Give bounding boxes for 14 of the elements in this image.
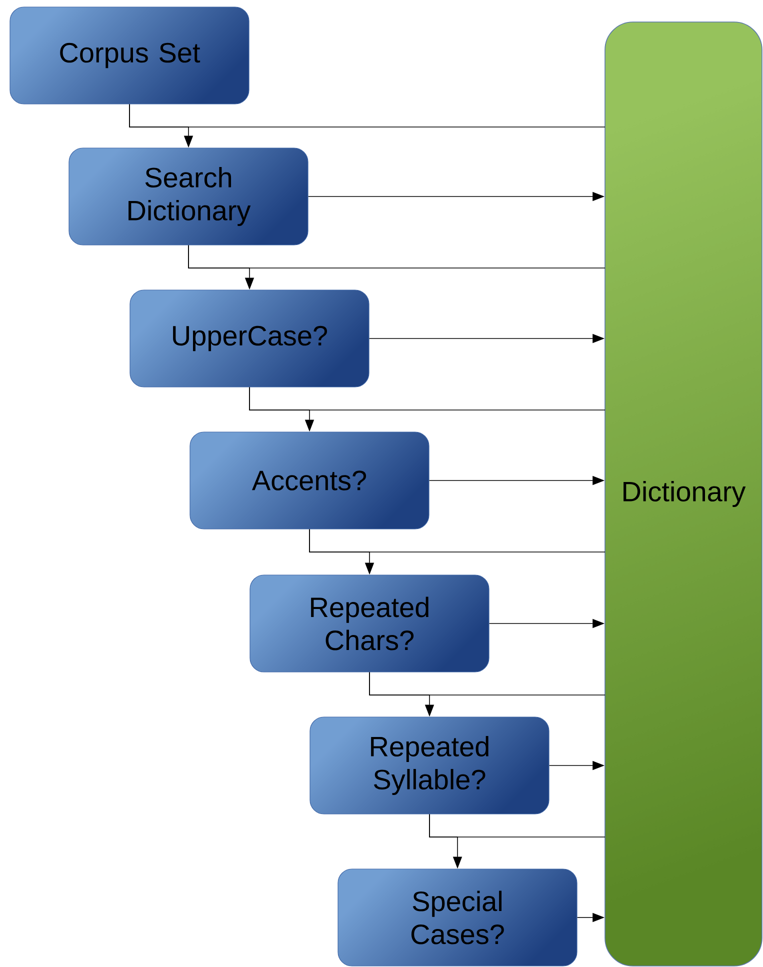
connector-line [309, 528, 606, 552]
process-box: UpperCase? [130, 290, 370, 388]
process-box: Special Cases? [338, 868, 578, 966]
process-box: Corpus Set [10, 6, 250, 104]
process-box: Accents? [190, 432, 430, 530]
connector-line [188, 244, 606, 268]
process-box: Repeated Chars? [250, 574, 490, 672]
process-box: Search Dictionary [68, 148, 308, 246]
connector-line [129, 104, 606, 128]
tall-box: Dictionary [604, 22, 762, 966]
connector-line [369, 672, 606, 696]
connector-line [249, 386, 606, 410]
process-box: Repeated Syllable? [310, 716, 550, 814]
connector-line [429, 814, 606, 838]
